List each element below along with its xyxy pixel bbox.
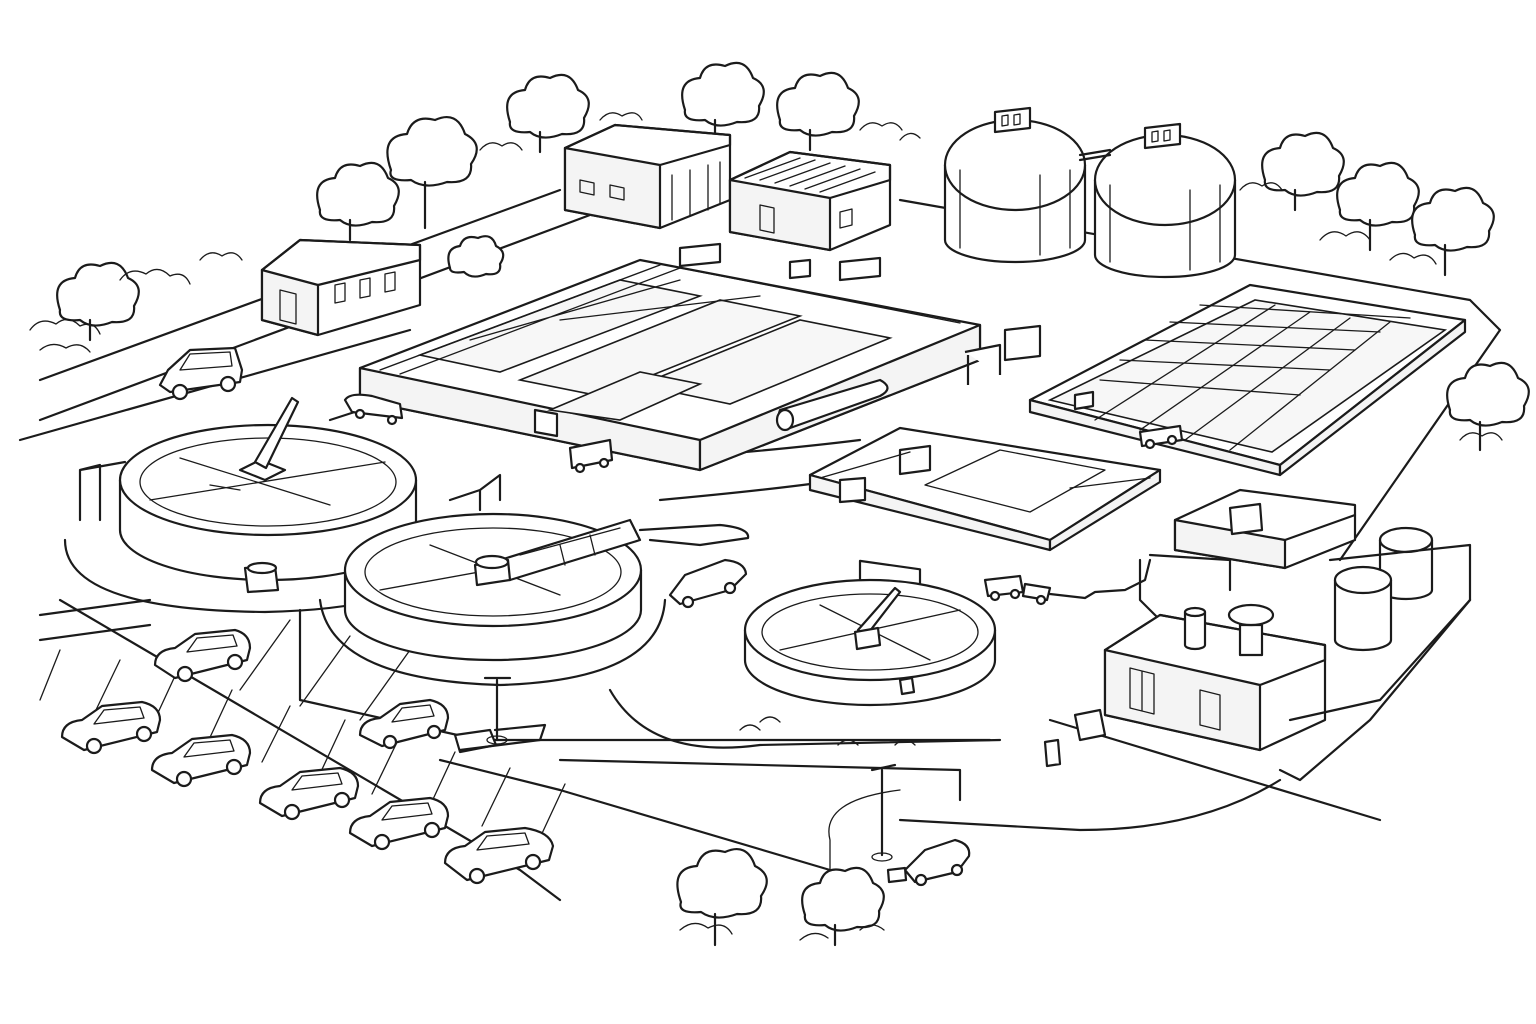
car	[905, 840, 969, 885]
tree	[777, 73, 859, 150]
car	[360, 700, 448, 748]
office-building	[262, 240, 420, 335]
storage-tank-small-back	[1380, 528, 1432, 599]
control-building	[565, 125, 730, 228]
tree	[1337, 163, 1419, 250]
clarifier-right	[610, 580, 1000, 748]
light-pole	[872, 765, 906, 882]
car	[155, 630, 250, 681]
blower-building	[1045, 600, 1470, 766]
parking-lot	[40, 600, 830, 870]
tree	[57, 263, 139, 340]
car	[260, 768, 358, 819]
screening-facility	[810, 428, 1160, 599]
storage-tank-small-front	[1335, 567, 1391, 650]
clarifier-middle	[300, 514, 748, 740]
shrubs	[30, 113, 1502, 940]
car	[62, 702, 160, 753]
tree	[507, 75, 589, 152]
tank-pad	[1280, 545, 1470, 780]
tree	[802, 868, 884, 945]
tree	[1412, 188, 1494, 275]
aeration-basin	[345, 244, 1040, 472]
filter-beds	[1030, 285, 1465, 475]
tree	[1447, 363, 1529, 450]
digester-tank-left	[945, 108, 1085, 262]
car-suv	[160, 348, 242, 399]
car	[670, 560, 746, 607]
tree	[1262, 133, 1344, 210]
clarifier-left	[65, 398, 500, 612]
light-pole	[485, 678, 510, 744]
tree	[448, 236, 503, 276]
tree	[682, 63, 764, 140]
vehicles	[62, 348, 1150, 885]
car	[445, 828, 553, 883]
car	[152, 735, 250, 786]
tree	[387, 117, 476, 228]
tree	[677, 849, 766, 945]
tree	[317, 163, 399, 240]
pump-house	[730, 152, 890, 250]
utility-cart	[985, 560, 1150, 604]
chemical-building	[1140, 490, 1355, 620]
tree-line	[30, 63, 1529, 945]
digester-tank-right	[1080, 124, 1235, 277]
car	[350, 798, 448, 849]
